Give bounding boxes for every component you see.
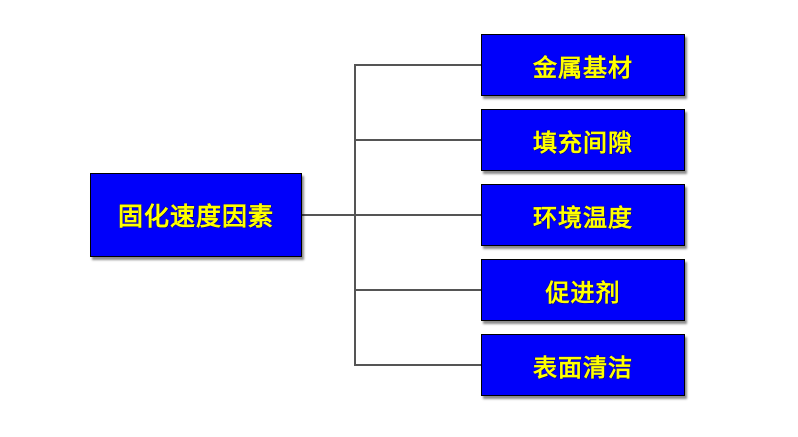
child-node-surface-cleanliness: 表面清洁 — [481, 334, 685, 396]
connector-branch-1 — [354, 64, 481, 66]
child-node-label: 金属基材 — [533, 54, 633, 82]
root-node-curing-speed-factors: 固化速度因素 — [90, 173, 302, 257]
child-node-label: 表面清洁 — [533, 354, 633, 382]
child-node-ambient-temperature: 环境温度 — [481, 184, 685, 246]
connector-branch-4 — [354, 289, 481, 291]
connector-branch-5 — [354, 364, 481, 366]
child-node-metal-substrate: 金属基材 — [481, 34, 685, 96]
child-node-label: 环境温度 — [533, 204, 633, 232]
child-node-accelerator: 促进剂 — [481, 259, 685, 321]
connector-root-to-trunk — [302, 214, 354, 216]
child-node-label: 促进剂 — [545, 279, 621, 307]
connector-branch-2 — [354, 139, 481, 141]
connector-branch-3 — [354, 214, 481, 216]
root-node-label: 固化速度因素 — [117, 203, 274, 231]
child-node-fill-gap: 填充间隙 — [481, 109, 685, 171]
child-node-label: 填充间隙 — [533, 129, 633, 157]
